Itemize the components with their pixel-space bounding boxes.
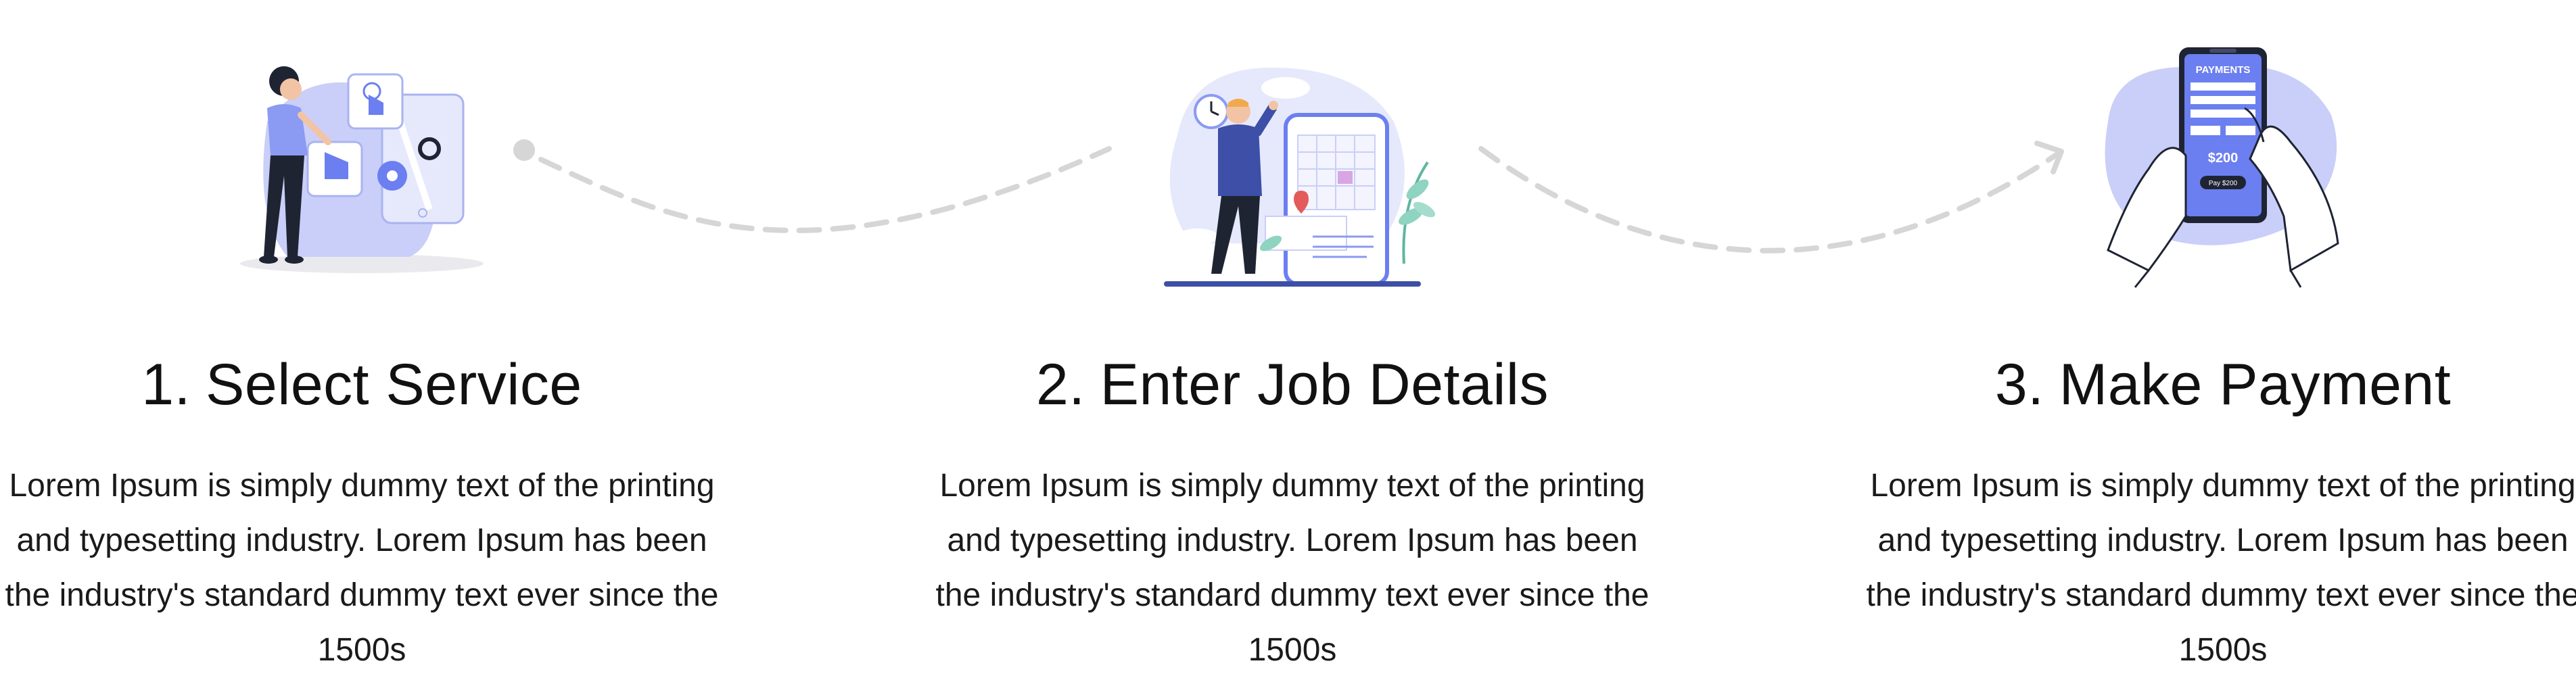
step-number: 1.: [141, 352, 191, 417]
hands-phone-payment-icon: PAYMENTS $200 Pay $200: [2067, 41, 2379, 297]
person-scheduling-calendar-icon: [1137, 41, 1448, 297]
person-selecting-service-icon: [206, 41, 517, 297]
step-title-text: Enter Job Details: [1100, 352, 1549, 417]
step-number: 2.: [1035, 352, 1085, 417]
step-enter-job-details: 2.Enter Job Details Lorem Ipsum is simpl…: [920, 0, 1664, 676]
step-title-text: Make Payment: [2059, 352, 2452, 417]
step-make-payment: PAYMENTS $200 Pay $200 3.Make Payment Lo…: [1851, 0, 2576, 676]
step-description: Lorem Ipsum is simply dummy text of the …: [935, 468, 1649, 668]
step-number: 3.: [1994, 352, 2044, 417]
step-title: 3.Make Payment: [1851, 352, 2576, 418]
step-description: Lorem Ipsum is simply dummy text of the …: [1866, 468, 2576, 668]
payment-amount: $200: [2208, 151, 2239, 166]
pay-button-label: Pay $200: [2209, 180, 2238, 187]
step-title: 1.Select Service: [0, 352, 734, 418]
step-description: Lorem Ipsum is simply dummy text of the …: [5, 468, 719, 668]
step-title-text: Select Service: [206, 352, 582, 417]
step-select-service: 1.Select Service Lorem Ipsum is simply d…: [0, 0, 734, 676]
payment-header: PAYMENTS: [2196, 64, 2251, 76]
step-title: 2.Enter Job Details: [920, 352, 1664, 418]
